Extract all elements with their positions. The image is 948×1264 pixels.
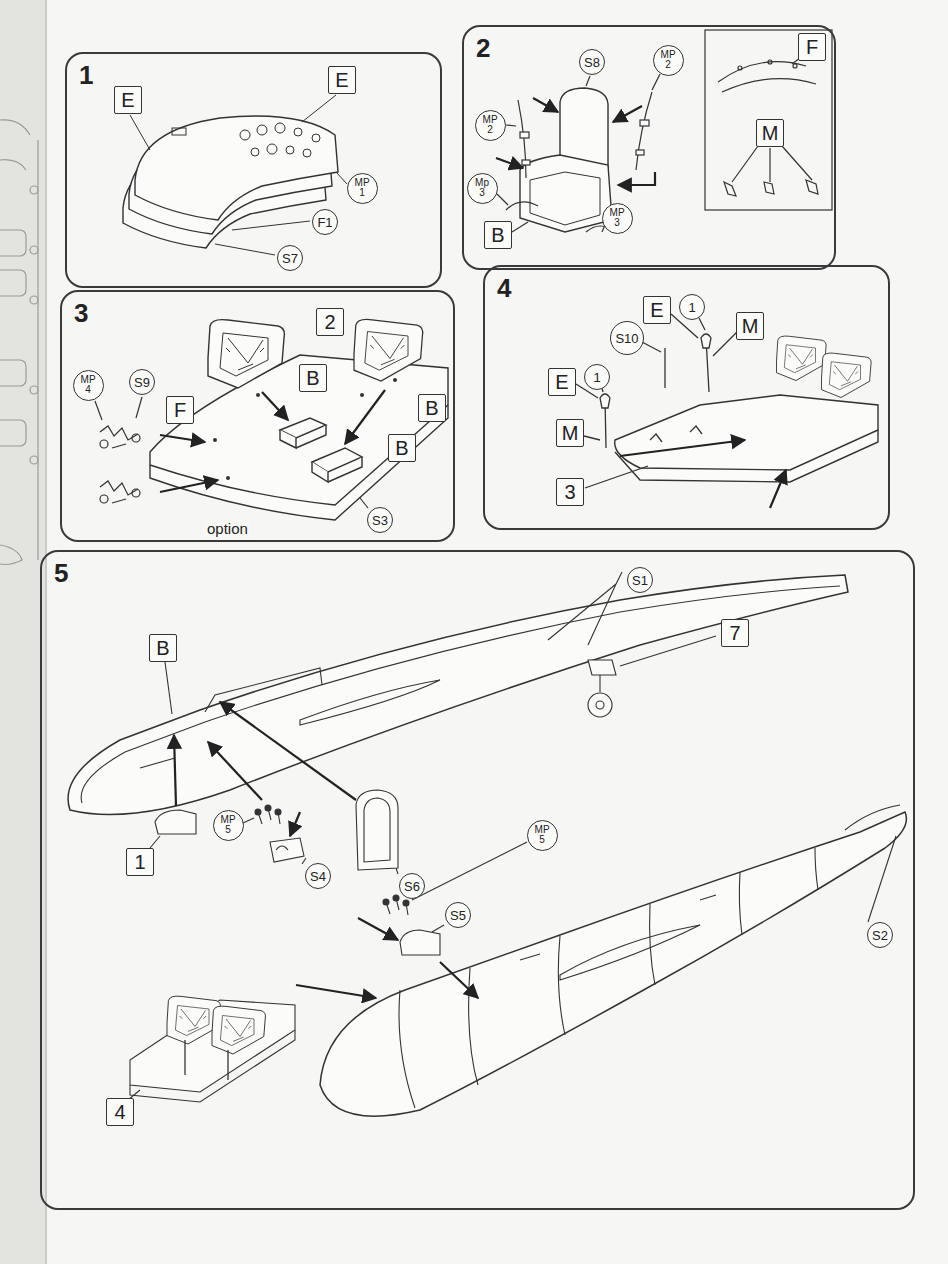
part-letter: E xyxy=(650,299,663,321)
part-letter-box: B xyxy=(299,364,327,392)
part-number: S8 xyxy=(584,55,600,70)
part-number-circle: MP 4 xyxy=(73,370,104,401)
part-letter: M xyxy=(562,422,579,444)
part-number-circle: MP 3 xyxy=(602,203,633,234)
part-letter-box: E xyxy=(643,296,671,324)
part-letter: B xyxy=(395,437,408,459)
part-number: 1 xyxy=(688,300,695,315)
part-letter: 4 xyxy=(114,1101,125,1123)
part-number: MP 1 xyxy=(355,178,370,199)
step-number: 5 xyxy=(54,558,68,589)
part-letter-box: 1 xyxy=(126,848,154,876)
part-letter-box: 2 xyxy=(316,308,344,336)
option-note: option xyxy=(205,520,250,537)
part-number: MP 5 xyxy=(535,825,550,846)
part-letter: B xyxy=(306,367,319,389)
part-number-circle: Mp 3 xyxy=(467,173,498,204)
part-letter-box: B xyxy=(418,394,446,422)
part-number-circle: S7 xyxy=(277,245,303,271)
part-number: S3 xyxy=(372,513,388,528)
part-letter: B xyxy=(491,224,504,246)
part-letter-box: M xyxy=(736,312,764,340)
part-number: 1 xyxy=(593,370,600,385)
part-number: S4 xyxy=(310,869,326,884)
part-number-circle: 1 xyxy=(679,294,705,320)
part-number-circle: MP 2 xyxy=(653,45,684,76)
part-letter: 3 xyxy=(564,481,575,503)
part-number-circle: S2 xyxy=(867,922,893,948)
step-panel: 4E1S10ME1M3 xyxy=(483,265,890,530)
part-letter-box: E xyxy=(328,66,356,94)
part-number: Mp 3 xyxy=(475,178,489,199)
part-letter: E xyxy=(555,371,568,393)
step-panel: 1EEMP 1F1S7 xyxy=(65,52,442,288)
part-number: MP 2 xyxy=(661,50,676,71)
part-number: MP 5 xyxy=(221,815,236,836)
part-number-circle: MP 2 xyxy=(475,110,506,141)
part-number: F1 xyxy=(317,215,332,230)
part-letter: F xyxy=(174,399,186,421)
part-number-circle: F1 xyxy=(312,209,338,235)
part-letter: 2 xyxy=(324,311,335,333)
part-number-circle: MP 5 xyxy=(527,820,558,851)
part-number-circle: S5 xyxy=(445,902,471,928)
part-letter: M xyxy=(762,122,779,144)
part-letter-box: B xyxy=(484,221,512,249)
part-letter-box: E xyxy=(114,86,142,114)
part-number-circle: S1 xyxy=(627,567,653,593)
part-letter: E xyxy=(121,89,134,111)
part-letter-box: B xyxy=(149,634,177,662)
part-letter-box: F xyxy=(798,33,826,61)
step-panel: 5B S1 7 1 MP 5 S4S6 MP 5 S5S2 4 xyxy=(40,550,915,1210)
part-letter: F xyxy=(806,36,818,58)
part-number-circle: S8 xyxy=(579,49,605,75)
part-number: MP 3 xyxy=(610,208,625,229)
part-number: S1 xyxy=(632,573,648,588)
part-letter: B xyxy=(156,637,169,659)
part-letter-box: E xyxy=(548,368,576,396)
part-number: S5 xyxy=(450,908,466,923)
part-letter-box: B xyxy=(388,434,416,462)
part-letter-box: 7 xyxy=(721,619,749,647)
part-number: S9 xyxy=(134,375,150,390)
part-number: S10 xyxy=(615,331,638,346)
step-number: 2 xyxy=(476,33,490,64)
part-number: S2 xyxy=(872,928,888,943)
part-number-circle: S4 xyxy=(305,863,331,889)
step-panel: 3MP 4S9F2BBBS3 xyxy=(60,290,455,542)
part-number-circle: MP 5 xyxy=(213,810,244,841)
part-number: MP 2 xyxy=(483,115,498,136)
part-letter-box: F xyxy=(166,396,194,424)
part-letter: 7 xyxy=(729,622,740,644)
step-number: 4 xyxy=(497,273,511,304)
part-letter-box: 3 xyxy=(556,478,584,506)
part-letter: B xyxy=(425,397,438,419)
part-number: MP 4 xyxy=(81,375,96,396)
part-number-circle: S10 xyxy=(610,321,644,355)
part-letter-box: M xyxy=(556,419,584,447)
step-number: 3 xyxy=(74,298,88,329)
part-number-circle: S6 xyxy=(399,873,425,899)
part-letter: E xyxy=(335,69,348,91)
part-number-circle: S3 xyxy=(367,507,393,533)
part-number-circle: 1 xyxy=(584,364,610,390)
part-letter-box: M xyxy=(756,119,784,147)
part-number-circle: S9 xyxy=(129,369,155,395)
part-letter-box: 4 xyxy=(106,1098,134,1126)
step-panel: 2S8 MP 2 MP 2 Mp 3 MP 3 B F M xyxy=(462,25,836,270)
part-number: S7 xyxy=(282,251,298,266)
part-letter: 1 xyxy=(134,851,145,873)
part-number-circle: MP 1 xyxy=(347,173,378,204)
step-number: 1 xyxy=(79,60,93,91)
part-number: S6 xyxy=(404,879,420,894)
part-letter: M xyxy=(742,315,759,337)
